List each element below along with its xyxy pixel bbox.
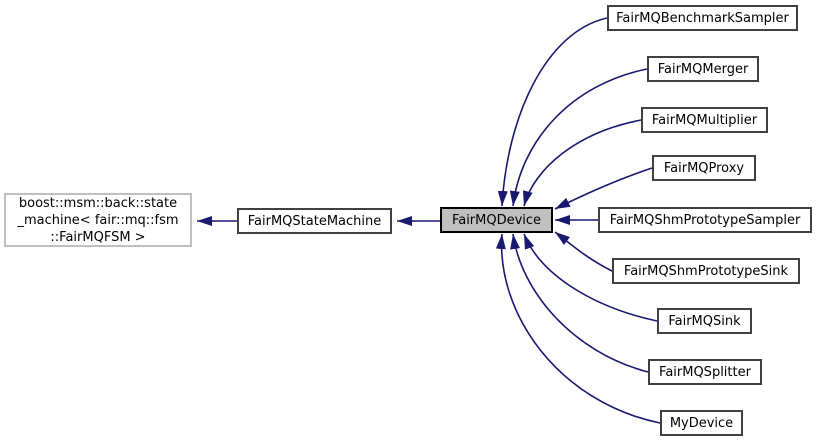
edge-merger-to-device [509,68,648,207]
node-fairmq-shm-prototype-sink[interactable]: FairMQShmPrototypeSink [612,258,800,284]
edge-benchmark-sampler-to-device [497,17,608,207]
node-fairmq-proxy[interactable]: FairMQProxy [652,155,756,181]
node-fairmq-state-machine[interactable]: FairMQStateMachine [237,208,392,234]
edge-splitter-to-device [510,233,649,373]
node-fairmq-benchmark-sampler[interactable]: FairMQBenchmarkSampler [607,5,798,31]
node-my-device[interactable]: MyDevice [660,410,743,436]
node-fairmq-device: FairMQDevice [440,207,553,233]
edge-multiplier-to-device [522,119,642,207]
node-fairmq-shm-prototype-sampler[interactable]: FairMQShmPrototypeSampler [598,207,812,233]
edge-proxy-to-device [554,167,653,210]
node-boost-msm-state-machine: boost::msm::back::state _machine< fair::… [4,193,192,247]
node-fairmq-multiplier[interactable]: FairMQMultiplier [641,107,768,133]
node-fairmq-merger[interactable]: FairMQMerger [647,56,759,82]
node-fairmq-splitter[interactable]: FairMQSplitter [648,359,762,385]
edge-my-device-to-device [495,233,661,424]
edge-sink-to-device [523,233,658,322]
edge-shm-prototype-sink-to-device [554,231,613,272]
node-fairmq-sink[interactable]: FairMQSink [657,308,752,334]
